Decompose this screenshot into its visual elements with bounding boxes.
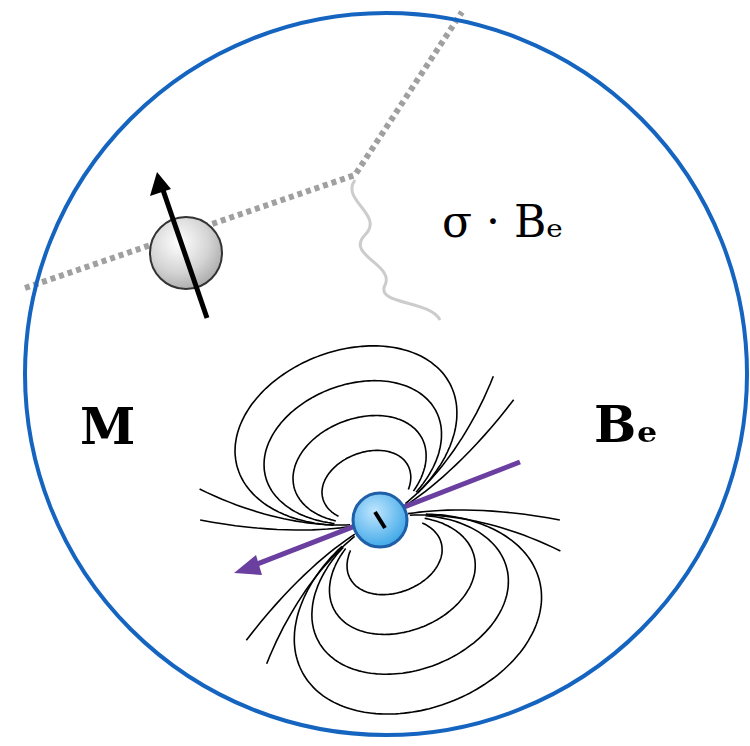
region-outline (22, 10, 750, 738)
particle-path (25, 12, 462, 288)
region-circle: σ · Bₑ M Bₑ (22, 10, 750, 738)
field-line (200, 443, 351, 570)
field-line (200, 470, 352, 576)
field-line (384, 400, 536, 506)
dipole-source (353, 493, 407, 547)
dipole-arrow (252, 462, 520, 566)
dipole-arrow-head (234, 555, 262, 575)
math-label: Bₑ (594, 400, 658, 450)
math-label: M (80, 402, 135, 452)
spin-arrow (163, 190, 207, 318)
field-lines (161, 296, 607, 746)
spin-arrow-head (150, 172, 171, 196)
field-line (408, 464, 560, 570)
field-line (410, 470, 561, 597)
dipole-mark (375, 512, 385, 528)
region-circle-outline (25, 13, 747, 735)
field-line (374, 376, 525, 503)
wavy-interaction (352, 180, 440, 320)
math-label: σ · Bₑ (442, 200, 563, 244)
field-line (235, 536, 386, 663)
field-line (225, 534, 377, 640)
